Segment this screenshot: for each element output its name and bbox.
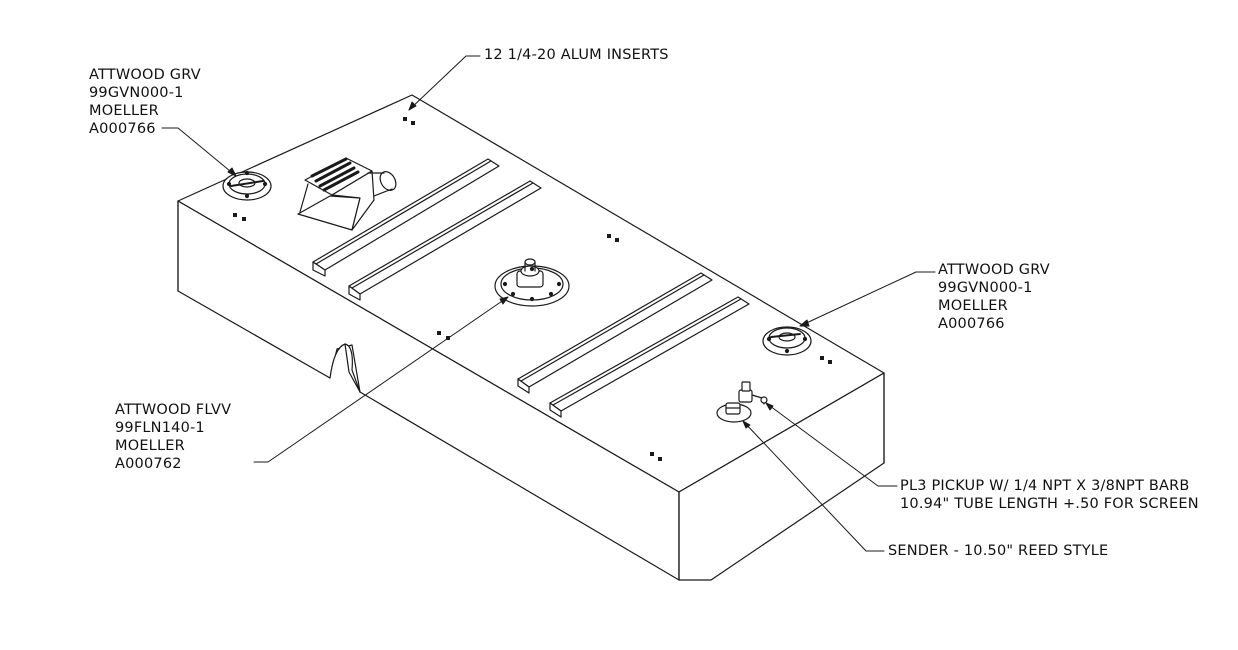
- callout-flvv-line-3: MOELLER: [115, 438, 185, 454]
- callout-pickup: PL3 PICKUP W/ 1/4 NPT X 3/8NPT BARB 10.9…: [900, 477, 1199, 513]
- flvv: [494, 258, 570, 307]
- tank-ribs: [312, 158, 750, 418]
- fill-neck: [297, 157, 397, 231]
- callout-flvv: ATTWOOD FLVV 99FLN140-1 MOELLER A000762: [115, 401, 231, 473]
- insert-pair: [650, 452, 662, 461]
- leader-pickup: [765, 402, 898, 487]
- insert-pair: [820, 356, 832, 364]
- callout-grv-right-line-3: MOELLER: [938, 298, 1008, 314]
- callout-inserts: 12 1/4-20 ALUM INSERTS: [484, 46, 669, 64]
- callout-grv-left-line-4: A000766: [89, 121, 156, 137]
- callout-flvv-line-2: 99FLN140-1: [115, 420, 205, 436]
- leader-lines: [161, 55, 936, 552]
- leader-grv-left: [161, 127, 237, 177]
- insert-pair: [403, 117, 415, 125]
- grv-left: [222, 170, 272, 201]
- callout-grv-right-line-2: 99GVN000-1: [938, 280, 1033, 296]
- callout-grv-left: ATTWOOD GRV 99GVN000-1 MOELLER A000766: [89, 66, 201, 138]
- rib-2: [348, 180, 542, 301]
- leader-grv-right: [799, 271, 936, 327]
- tank-notch: [329, 343, 361, 393]
- callout-grv-right-line-4: A000766: [938, 316, 1005, 332]
- leader-inserts: [408, 55, 481, 111]
- callout-sender-line-1: SENDER - 10.50" REED STYLE: [888, 543, 1109, 559]
- grv-right: [762, 326, 812, 356]
- callout-grv-left-line-3: MOELLER: [89, 103, 159, 119]
- callout-sender: SENDER - 10.50" REED STYLE: [888, 542, 1108, 560]
- rib-3: [517, 272, 713, 394]
- rib-1: [312, 158, 500, 277]
- callout-flvv-line-1: ATTWOOD FLVV: [115, 402, 232, 418]
- callout-grv-right: ATTWOOD GRV 99GVN000-1 MOELLER A000766: [938, 261, 1050, 333]
- leader-sender: [742, 420, 885, 552]
- callout-pickup-line-2: 10.94" TUBE LENGTH +.50 FOR SCREEN: [900, 496, 1199, 512]
- callout-grv-left-line-2: 99GVN000-1: [89, 85, 184, 101]
- callout-flvv-line-4: A000762: [115, 456, 182, 472]
- callout-grv-right-line-1: ATTWOOD GRV: [938, 262, 1050, 278]
- callout-pickup-line-1: PL3 PICKUP W/ 1/4 NPT X 3/8NPT BARB: [900, 478, 1190, 494]
- callout-inserts-line-1: 12 1/4-20 ALUM INSERTS: [484, 47, 669, 63]
- insert-pair: [233, 213, 246, 221]
- leader-flvv: [253, 296, 509, 463]
- callout-grv-left-line-1: ATTWOOD GRV: [89, 67, 201, 83]
- sender: [716, 402, 752, 423]
- rib-4: [549, 296, 750, 418]
- insert-pair: [607, 234, 619, 242]
- pickup: [738, 381, 768, 405]
